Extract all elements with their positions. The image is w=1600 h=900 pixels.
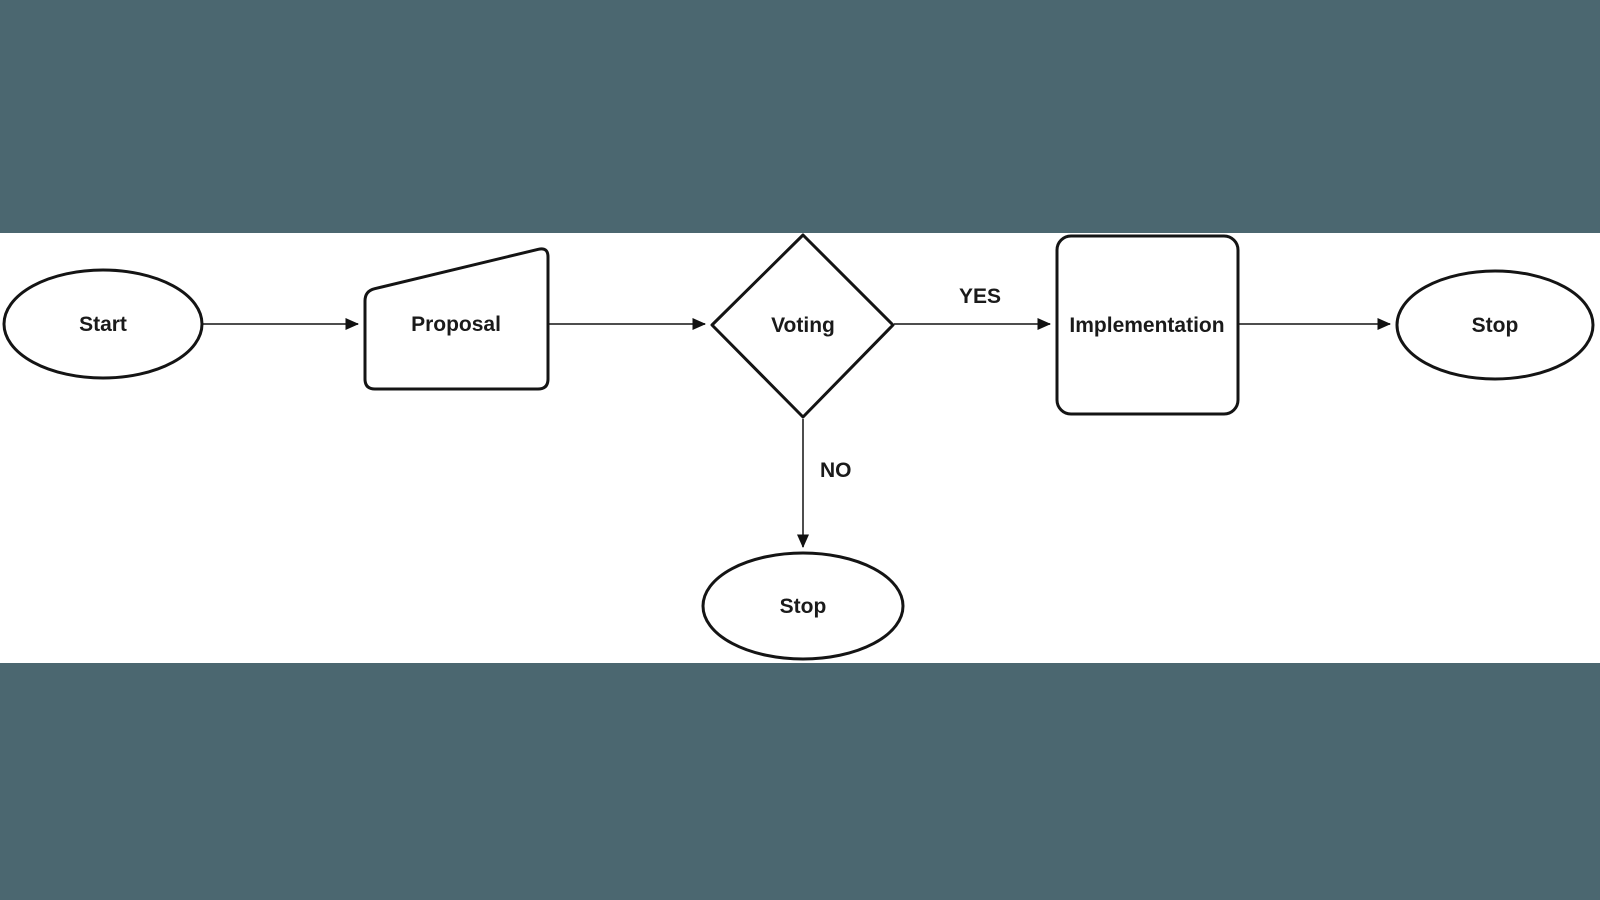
edge-label-no: NO <box>820 459 852 482</box>
edge-label-yes: YES <box>959 285 1001 308</box>
node-stop-rejected-shape <box>701 551 905 661</box>
node-stop-approved-label: Stop <box>1472 314 1519 337</box>
node-proposal-label: Proposal <box>411 313 501 336</box>
node-start-label: Start <box>79 313 127 336</box>
node-implementation-label: Implementation <box>1069 314 1224 337</box>
node-voting-label: Voting <box>771 314 835 337</box>
node-stop-approved-shape <box>1395 269 1595 381</box>
node-voting-shape <box>710 233 895 419</box>
node-stop-rejected-label: Stop <box>780 595 827 618</box>
node-start-shape <box>2 268 204 380</box>
node-implementation-shape <box>1055 234 1240 416</box>
node-proposal-shape <box>363 247 550 391</box>
